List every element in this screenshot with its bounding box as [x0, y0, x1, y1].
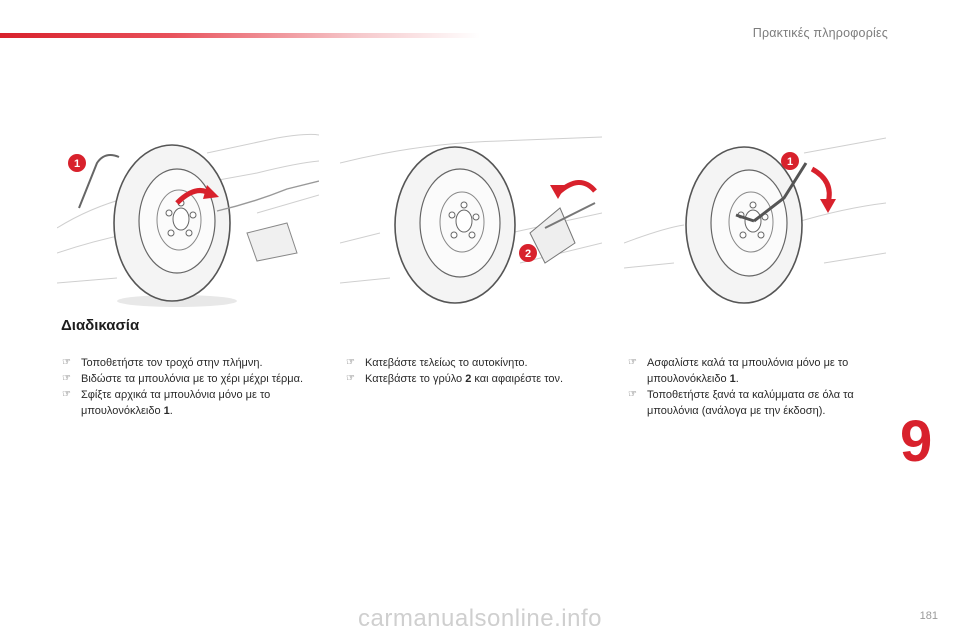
list-item: ☞Κατεβάστε τελείως το αυτοκίνητο. — [346, 357, 528, 369]
chapter-title: Πρακτικές πληροφορίες — [752, 26, 888, 40]
step-list-column-1: ☞Τοποθετήστε τον τροχό στην πλήμνη. ☞Βιδ… — [62, 355, 312, 419]
pointing-hand-icon: ☞ — [346, 357, 355, 368]
list-item: ☞Τοποθετήστε ξανά τα καλύμματα σε όλα τα… — [628, 389, 854, 417]
pointing-hand-icon: ☞ — [62, 373, 71, 384]
wheel-fitting-drawing: 1 — [57, 133, 319, 307]
list-item: ☞Κατεβάστε το γρύλο 2 και αφαιρέστε τον. — [346, 373, 564, 385]
pointing-hand-icon: ☞ — [346, 373, 355, 384]
list-item: ☞Βιδώστε τα μπουλόνια με το χέρι μέχρι τ… — [62, 373, 304, 385]
final-tightening-drawing: 1 — [624, 137, 886, 304]
list-item: ☞Τοποθετήστε τον τροχό στην πλήμνη. — [62, 357, 263, 369]
jack — [529, 207, 576, 264]
header-accent-bar — [0, 33, 480, 38]
section-title: Διαδικασία — [61, 317, 140, 334]
illustration-lower-jack: 2 — [340, 133, 602, 308]
callout-badge — [519, 244, 537, 262]
step-list-column-3: ☞Ασφαλίστε καλά τα μπουλόνια μόνο με το … — [628, 355, 893, 419]
watermark: carmanualsonline.info — [358, 605, 602, 632]
chapter-number: 9 — [900, 409, 933, 474]
svg-text:1: 1 — [74, 158, 80, 170]
wrench — [753, 162, 808, 223]
callout-badge — [781, 152, 799, 170]
pointing-hand-icon: ☞ — [628, 357, 637, 368]
list-item: ☞Ασφαλίστε καλά τα μπουλόνια μόνο με το … — [628, 357, 849, 385]
page-number: 181 — [919, 610, 938, 622]
list-item: ☞Σφίξτε αρχικά τα μπουλόνια μόνο με το μ… — [62, 389, 271, 417]
svg-text:1: 1 — [787, 156, 793, 168]
illustration-wheel-fitting: 1 — [57, 133, 319, 308]
svg-text:2: 2 — [525, 248, 531, 260]
pointing-hand-icon: ☞ — [62, 389, 71, 400]
step-list-column-2: ☞Κατεβάστε τελείως το αυτοκίνητο. ☞Κατεβ… — [346, 355, 606, 387]
pointing-hand-icon: ☞ — [628, 389, 637, 400]
callout-badge — [68, 154, 86, 172]
illustration-final-tightening: 1 — [624, 133, 886, 308]
pointing-hand-icon: ☞ — [62, 357, 71, 368]
lower-jack-drawing: 2 — [340, 136, 602, 304]
